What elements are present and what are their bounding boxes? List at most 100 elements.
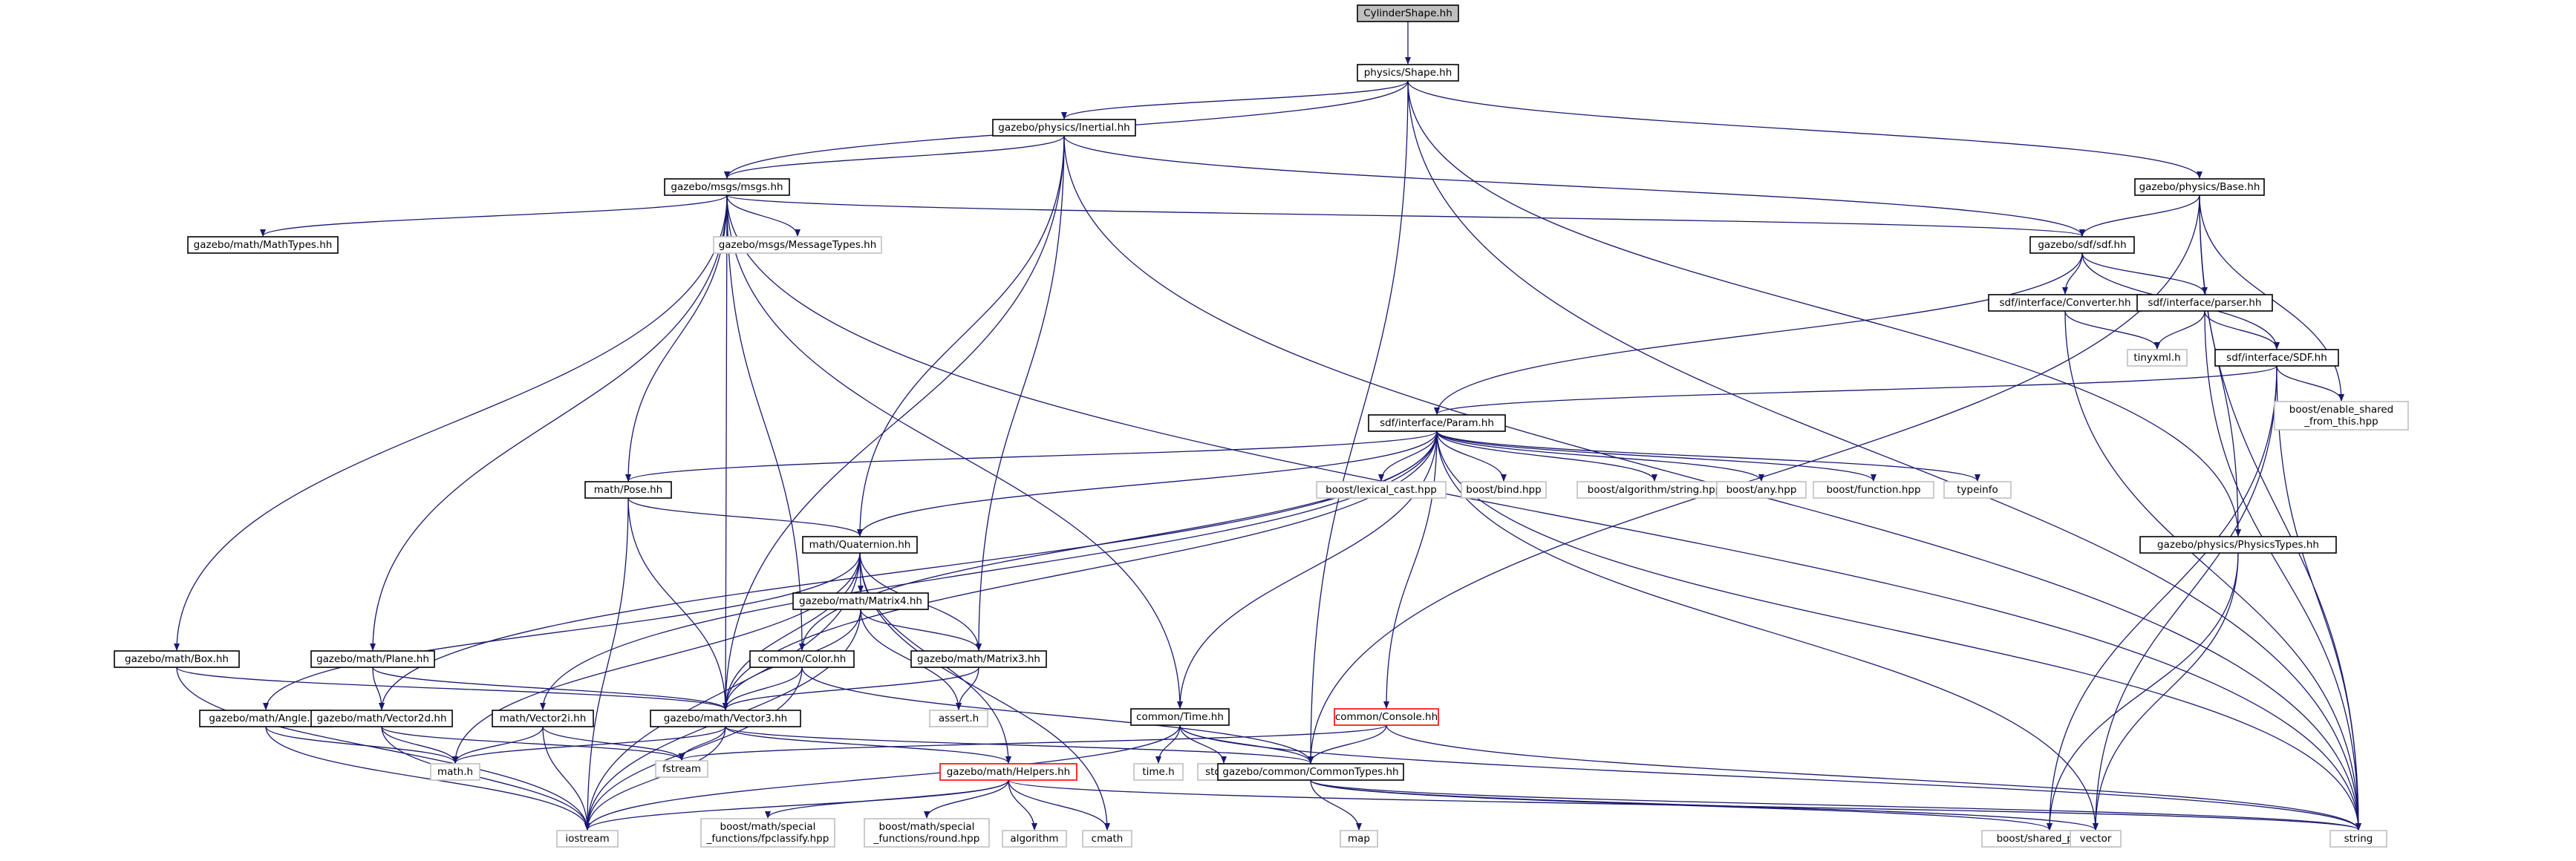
edge-helpers-to-algorithm xyxy=(1008,779,1037,831)
node-box xyxy=(430,763,480,781)
node-box xyxy=(1082,830,1132,848)
node-assert_h[interactable]: assert.h xyxy=(929,710,988,727)
node-math_pose[interactable]: math/Pose.hh xyxy=(584,481,672,499)
node-helpers[interactable]: gazebo/math/Helpers.hh xyxy=(939,763,1077,781)
node-enable_shared[interactable]: boost/enable_shared_from_this.hpp xyxy=(2274,401,2409,430)
edge-vector2d-to-iostream xyxy=(381,726,590,831)
edge-layer xyxy=(174,22,2361,831)
node-typeinfo[interactable]: typeinfo xyxy=(1943,481,2012,499)
node-math_h[interactable]: math.h xyxy=(430,763,480,781)
edge-param-to-algo_string xyxy=(1436,430,1657,482)
edge-param-to-common_time xyxy=(1177,430,1438,709)
node-box xyxy=(1334,708,1439,726)
edge-converter-to-tinyxml xyxy=(2064,310,2160,350)
node-cylinder_shape[interactable]: CylinderShape.hh xyxy=(1357,4,1459,22)
node-boost_bind[interactable]: boost/bind.hpp xyxy=(1461,481,1547,499)
node-matrix3[interactable]: gazebo/math/Matrix3.hh xyxy=(910,650,1047,668)
node-label: _from_this.hpp xyxy=(2303,416,2378,428)
node-vector[interactable]: vector xyxy=(2070,830,2122,848)
node-label: gazebo/math/Box.hh xyxy=(125,653,229,665)
node-box xyxy=(802,536,918,554)
node-fpclassify[interactable]: boost/math/special_functions/fpclassify.… xyxy=(700,818,835,848)
node-box xyxy=(1130,708,1230,726)
node-box xyxy=(713,236,882,254)
node-math_box[interactable]: gazebo/math/Box.hh xyxy=(114,650,240,668)
node-physics_shape[interactable]: physics/Shape.hh xyxy=(1357,64,1459,82)
node-box xyxy=(1357,64,1459,82)
node-quaternion[interactable]: math/Quaternion.hh xyxy=(802,536,918,554)
node-boost_function[interactable]: boost/function.hpp xyxy=(1813,481,1934,499)
node-box xyxy=(1813,481,1934,499)
edge-physics_base-to-common_types xyxy=(1308,194,2200,764)
node-common_types[interactable]: gazebo/common/CommonTypes.hh xyxy=(1217,763,1404,781)
node-vector3[interactable]: gazebo/math/Vector3.hh xyxy=(650,710,801,727)
node-box xyxy=(310,710,453,727)
node-message_types[interactable]: gazebo/msgs/MessageTypes.hh xyxy=(713,236,882,254)
node-converter[interactable]: sdf/interface/Converter.hh xyxy=(1988,294,2142,312)
node-sdf_sdf[interactable]: sdf/interface/SDF.hh xyxy=(2214,349,2339,367)
node-label: assert.h xyxy=(939,713,979,724)
edge-sdf_sdf-to-shared_ptr xyxy=(2047,365,2277,831)
node-param[interactable]: sdf/interface/Param.hh xyxy=(1368,414,1506,432)
node-physics_types[interactable]: gazebo/physics/PhysicsTypes.hh xyxy=(2139,536,2337,554)
node-sdf[interactable]: gazebo/sdf/sdf.hh xyxy=(2029,236,2135,254)
node-algo_string[interactable]: boost/algorithm/string.hpp xyxy=(1576,481,1732,499)
edge-msgs-to-math_types xyxy=(260,194,728,237)
edge-common_time-to-stdlib_h xyxy=(1179,724,1227,764)
node-fstream[interactable]: fstream xyxy=(655,760,708,778)
node-vector2d[interactable]: gazebo/math/Vector2d.hh xyxy=(310,710,453,727)
edge-param-to-string xyxy=(1436,430,2361,831)
edge-sdf-to-param xyxy=(1434,252,2083,415)
edge-param-to-vector xyxy=(1436,430,2099,831)
node-map[interactable]: map xyxy=(1340,830,1378,848)
node-physics_inertial[interactable]: gazebo/physics/Inertial.hh xyxy=(992,119,1136,137)
edge-msgs-to-message_types xyxy=(726,194,800,237)
node-label: gazebo/math/Matrix4.hh xyxy=(799,595,922,607)
node-box xyxy=(1716,481,1807,499)
node-box xyxy=(1461,481,1547,499)
node-math_types[interactable]: gazebo/math/MathTypes.hh xyxy=(187,236,339,254)
node-physics_base[interactable]: gazebo/physics/Base.hh xyxy=(2134,178,2265,196)
node-label: gazebo/common/CommonTypes.hh xyxy=(1222,766,1398,778)
node-label: common/Time.hh xyxy=(1136,711,1224,723)
edge-vector2d-to-fstream xyxy=(381,726,685,761)
node-boost_any[interactable]: boost/any.hpp xyxy=(1716,481,1807,499)
node-math_plane[interactable]: gazebo/math/Plane.hh xyxy=(310,650,435,668)
node-box xyxy=(2127,349,2188,367)
edge-physics_inertial-to-msgs xyxy=(724,135,1065,179)
node-label: gazebo/msgs/msgs.hh xyxy=(671,181,783,193)
node-vector2i[interactable]: math/Vector2i.hh xyxy=(492,710,594,727)
node-box xyxy=(664,178,790,196)
edge-msgs-to-vector3 xyxy=(723,194,729,710)
node-algorithm[interactable]: algorithm xyxy=(1002,830,1067,848)
node-common_color[interactable]: common/Color.hh xyxy=(749,650,855,668)
edge-helpers-to-round_hpp xyxy=(924,779,1009,819)
node-cmath[interactable]: cmath xyxy=(1082,830,1132,848)
edge-math_pose-to-vector3 xyxy=(627,497,728,710)
node-label: boost/bind.hpp xyxy=(1466,484,1541,496)
node-iostream[interactable]: iostream xyxy=(556,830,619,848)
node-round_hpp[interactable]: boost/math/special_functions/round.hpp xyxy=(864,818,990,848)
node-label: gazebo/math/Plane.hh xyxy=(316,653,429,665)
node-label: cmath xyxy=(1092,833,1124,845)
node-lexical_cast[interactable]: boost/lexical_cast.hpp xyxy=(1316,481,1447,499)
node-common_time[interactable]: common/Time.hh xyxy=(1130,708,1230,726)
node-msgs[interactable]: gazebo/msgs/msgs.hh xyxy=(664,178,790,196)
node-parser[interactable]: sdf/interface/parser.hh xyxy=(2136,294,2273,312)
node-time_h[interactable]: time.h xyxy=(1133,763,1184,781)
node-label: _functions/round.hpp xyxy=(873,833,980,845)
node-string[interactable]: string xyxy=(2329,830,2387,848)
edge-math_box-to-iostream xyxy=(176,667,590,831)
node-tinyxml[interactable]: tinyxml.h xyxy=(2127,349,2188,367)
edge-math_angle-to-iostream xyxy=(265,726,590,831)
edge-physics_inertial-to-sdf xyxy=(1063,135,2085,237)
node-label: boost/function.hpp xyxy=(1826,484,1920,496)
node-label: gazebo/physics/Inertial.hh xyxy=(998,122,1129,134)
node-box xyxy=(2139,536,2337,554)
node-label: gazebo/math/Vector2d.hh xyxy=(316,713,446,724)
node-matrix4[interactable]: gazebo/math/Matrix4.hh xyxy=(792,592,929,610)
node-box xyxy=(792,592,929,610)
edge-vector3-to-math_h xyxy=(452,726,726,764)
node-label: gazebo/math/Vector3.hh xyxy=(664,713,787,724)
node-common_console[interactable]: common/Console.hh xyxy=(1334,708,1439,726)
